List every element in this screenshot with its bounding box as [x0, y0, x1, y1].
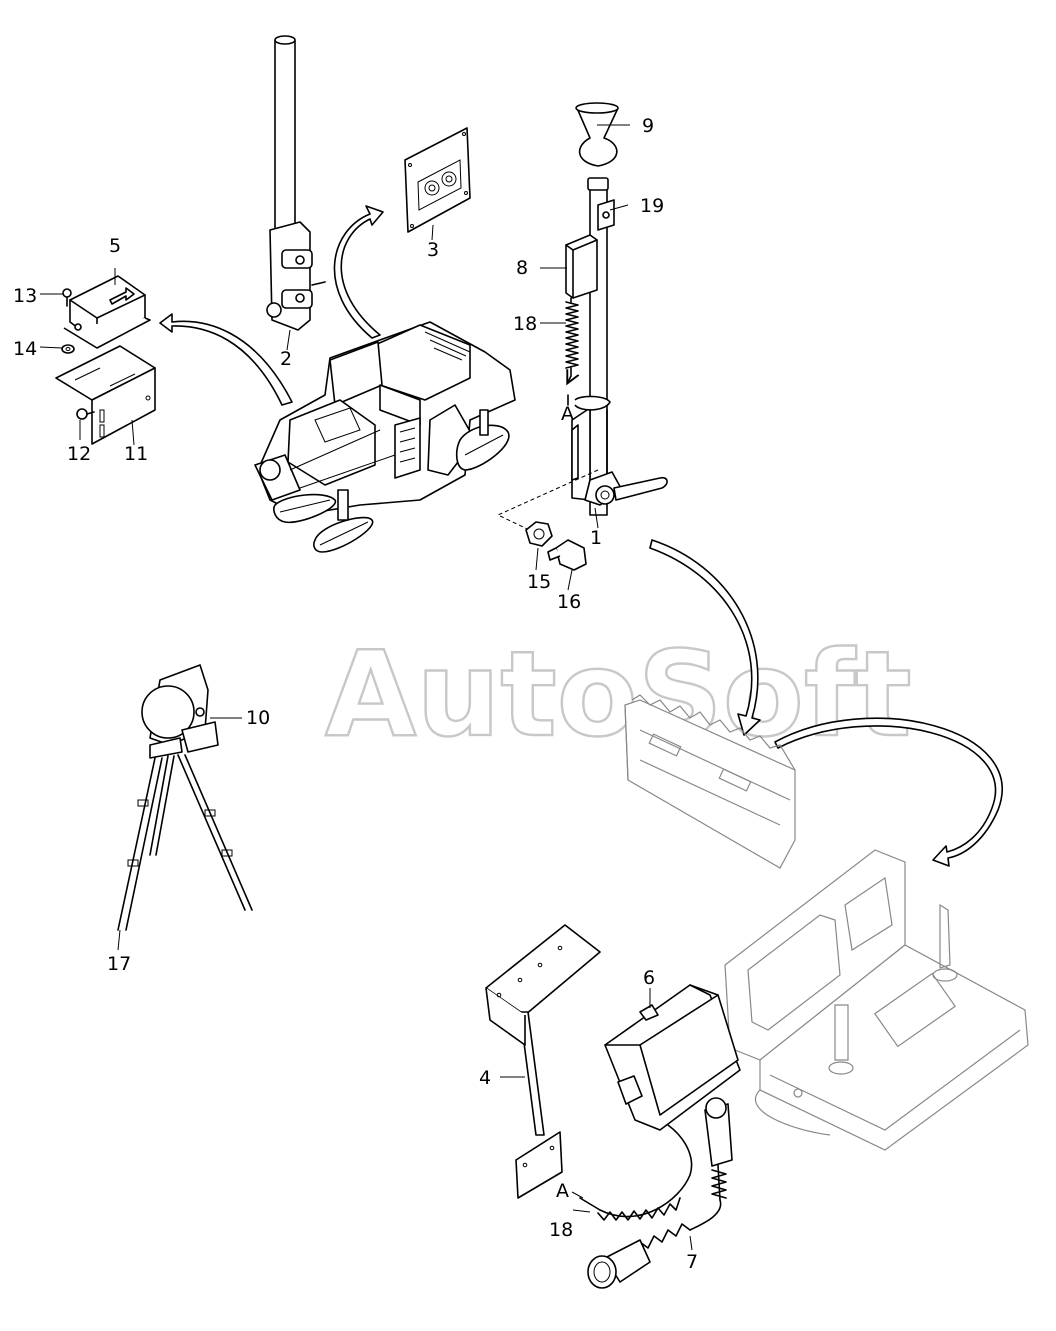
- part-12-screw: [76, 408, 95, 420]
- callout-5: 5: [109, 235, 121, 257]
- part-4-mounting-bracket: [485, 924, 601, 1199]
- part-15-nut: [525, 521, 553, 547]
- callout-11: 11: [124, 443, 148, 465]
- callout-1: 1: [590, 527, 602, 549]
- watermark: AutoSoft: [325, 625, 912, 763]
- part-6-display-unit: [604, 984, 741, 1131]
- callout-leaders: [39, 124, 693, 1251]
- callout-labels: 1 2 3 4 5 6 7 8 9 10 11 12 13 14 15 16 1…: [13, 115, 698, 1273]
- part-1-mast-holder: [571, 177, 668, 516]
- part-5-sensor-box: [63, 275, 151, 349]
- callout-19: 19: [640, 195, 664, 217]
- ref-A-upper: A: [561, 403, 574, 425]
- part-3-plate: [404, 127, 471, 233]
- callout-18-upper: 18: [513, 313, 537, 335]
- callout-13: 13: [13, 285, 37, 307]
- callout-2: 2: [280, 348, 292, 370]
- callout-10: 10: [246, 707, 270, 729]
- callout-6: 6: [643, 967, 655, 989]
- part-14-washer: [61, 344, 75, 354]
- part-18-cable-lower: [579, 1124, 693, 1221]
- callout-4: 4: [479, 1067, 491, 1089]
- part-7-coiled-cable: [587, 1097, 733, 1289]
- part-9-cone: [575, 102, 619, 167]
- part-8-receiver: [565, 234, 598, 299]
- callout-12: 12: [67, 443, 91, 465]
- leader-dashed: [496, 469, 599, 536]
- callout-17: 17: [107, 953, 131, 975]
- callout-18-lower: 18: [549, 1219, 573, 1241]
- callout-14: 14: [13, 338, 37, 360]
- part-16-bolt: [547, 539, 587, 571]
- part-11-bracket: [55, 345, 156, 445]
- screed-assembly: [624, 694, 796, 869]
- control-panel: [724, 849, 1029, 1151]
- ref-A-lower: A: [556, 1180, 569, 1202]
- part-18-coiled-cable: [565, 297, 578, 406]
- callout-8: 8: [516, 257, 528, 279]
- callout-3: 3: [427, 239, 439, 261]
- part-2-mast-bracket: [266, 35, 326, 331]
- callout-16: 16: [557, 591, 581, 613]
- milling-machine: [254, 321, 516, 553]
- callout-15: 15: [527, 571, 551, 593]
- callout-7: 7: [686, 1251, 698, 1273]
- part-13-screw: [62, 288, 72, 307]
- flow-arrows: [159, 205, 1003, 867]
- callout-9: 9: [642, 115, 654, 137]
- part-10-tripod-laser: [117, 664, 253, 931]
